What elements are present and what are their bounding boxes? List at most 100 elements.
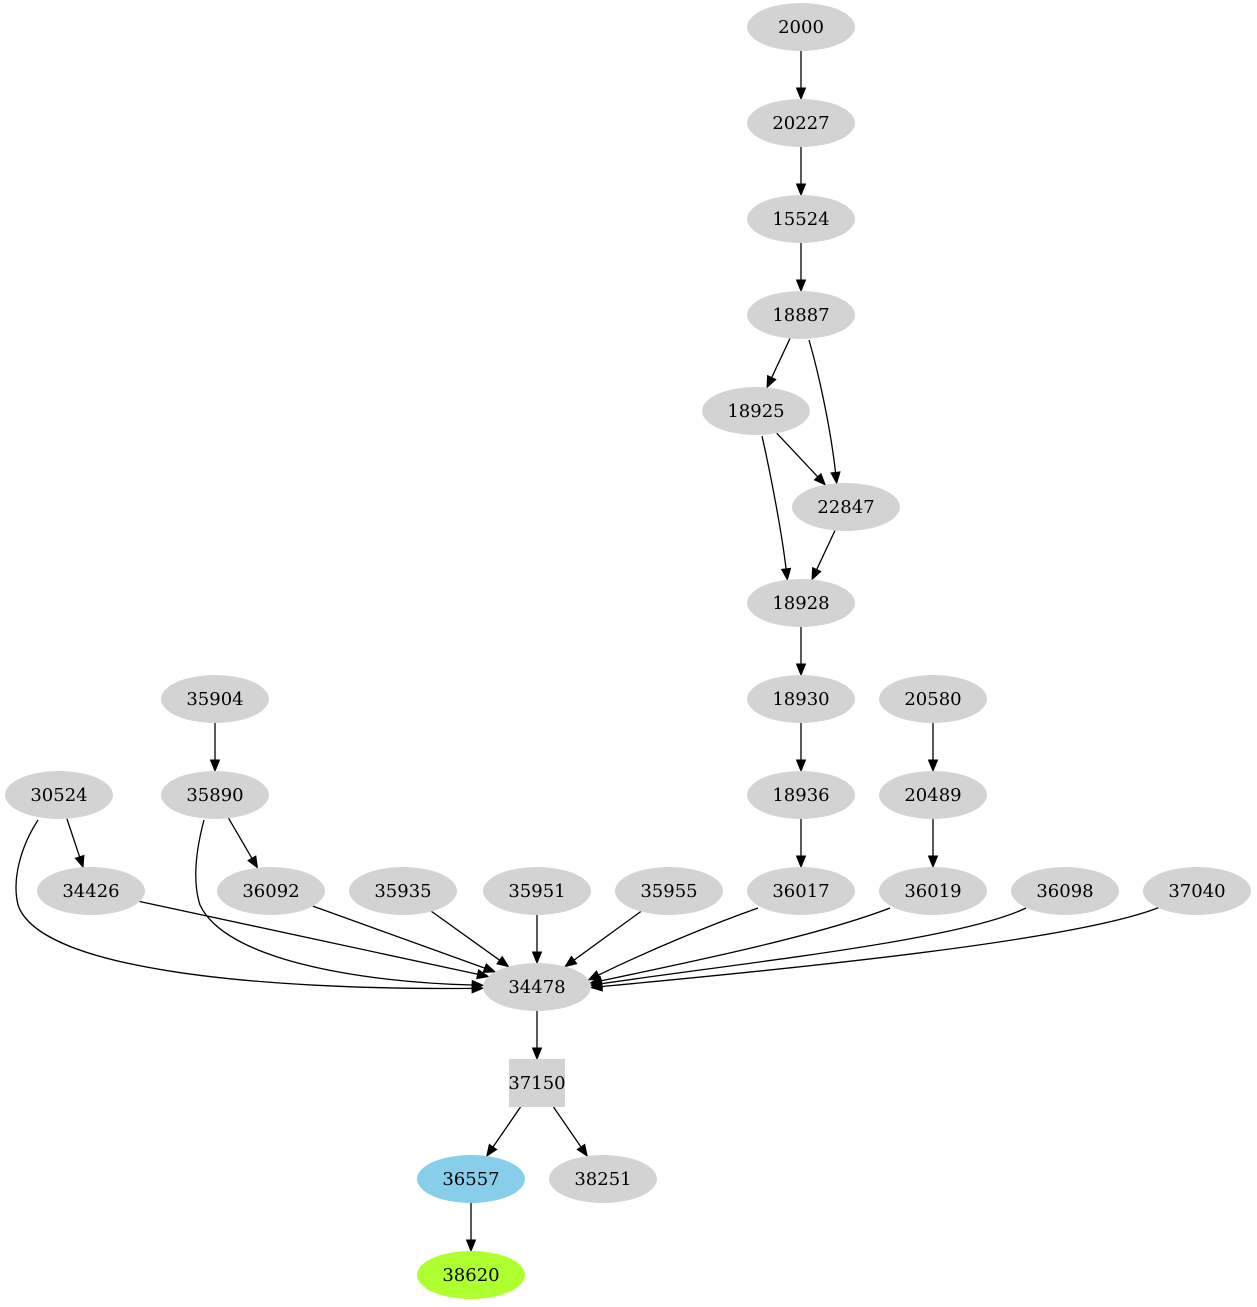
node-18928[interactable]: 18928 <box>747 579 855 627</box>
node-36098[interactable]: 36098 <box>1011 867 1119 915</box>
node-38620[interactable]: 38620 <box>417 1251 525 1299</box>
node-shape <box>5 771 113 819</box>
edge-20227-to-15524 <box>795 147 807 197</box>
edge-35904-to-35890 <box>209 723 221 773</box>
node-34478[interactable]: 34478 <box>483 963 591 1011</box>
edge-arrowhead-8 <box>795 663 807 677</box>
edge-arrowhead-15 <box>471 979 485 991</box>
node-37150[interactable]: 37150 <box>508 1059 566 1107</box>
node-label: 35904 <box>186 689 243 710</box>
node-label: 36019 <box>904 881 961 902</box>
node-22847[interactable]: 22847 <box>792 483 900 531</box>
node-label: 20489 <box>904 785 961 806</box>
node-shape <box>217 867 325 915</box>
edge-line <box>601 907 1027 985</box>
node-35904[interactable]: 35904 <box>161 675 269 723</box>
node-37040[interactable]: 37040 <box>1143 867 1251 915</box>
node-shape <box>509 1059 565 1107</box>
edge-line <box>552 1106 582 1148</box>
node-15524[interactable]: 15524 <box>747 195 855 243</box>
edge-35890-to-34478 <box>194 819 485 991</box>
node-36019[interactable]: 36019 <box>879 867 987 915</box>
node-label: 2000 <box>778 17 824 38</box>
node-18925[interactable]: 18925 <box>702 387 810 435</box>
node-shape <box>483 963 591 1011</box>
edge-line <box>194 819 473 986</box>
node-18936[interactable]: 18936 <box>747 771 855 819</box>
node-38251[interactable]: 38251 <box>549 1155 657 1203</box>
node-label: 20227 <box>772 113 829 134</box>
node-2000[interactable]: 2000 <box>747 3 855 51</box>
edge-arrowhead-22 <box>564 955 578 968</box>
edge-line <box>600 907 891 982</box>
edge-arrowhead-14 <box>247 855 259 869</box>
node-34426[interactable]: 34426 <box>37 867 145 915</box>
node-36557[interactable]: 36557 <box>417 1155 525 1203</box>
node-label: 35890 <box>186 785 243 806</box>
edge-18925-to-22847 <box>776 432 827 486</box>
node-shape <box>879 867 987 915</box>
node-label: 35935 <box>374 881 431 902</box>
node-20489[interactable]: 20489 <box>879 771 987 819</box>
node-label: 36017 <box>772 881 829 902</box>
edge-line <box>227 817 253 859</box>
edge-20489-to-36019 <box>927 819 939 869</box>
node-shape <box>161 675 269 723</box>
edge-18887-to-22847 <box>808 339 841 485</box>
node-label: 36557 <box>442 1169 499 1190</box>
node-shape <box>747 771 855 819</box>
edge-arrowhead-10 <box>927 759 939 773</box>
node-18887[interactable]: 18887 <box>747 291 855 339</box>
node-18930[interactable]: 18930 <box>747 675 855 723</box>
node-20227[interactable]: 20227 <box>747 99 855 147</box>
edge-22847-to-18928 <box>811 530 836 581</box>
node-shape <box>879 771 987 819</box>
edge-arrowhead-4 <box>830 471 841 485</box>
node-label: 22847 <box>817 497 874 518</box>
node-label: 37150 <box>508 1073 565 1094</box>
edge-line <box>431 910 500 961</box>
node-30524[interactable]: 30524 <box>5 771 113 819</box>
node-shape <box>37 867 145 915</box>
node-shape <box>615 867 723 915</box>
edge-arrowhead-30 <box>465 1239 477 1253</box>
edge-34426-to-34478 <box>139 900 490 980</box>
node-shape <box>702 387 810 435</box>
edge-18887-to-18925 <box>766 338 791 389</box>
node-label: 38251 <box>574 1169 631 1190</box>
node-shape <box>747 867 855 915</box>
edge-15524-to-18887 <box>795 243 807 293</box>
node-label: 36098 <box>1036 881 1093 902</box>
edge-line <box>816 530 836 570</box>
edge-line <box>312 905 485 969</box>
edge-35890-to-36092 <box>227 817 259 869</box>
node-shape <box>549 1155 657 1203</box>
node-label: 15524 <box>772 209 829 230</box>
edge-35935-to-34478 <box>431 910 510 968</box>
node-shape <box>483 867 591 915</box>
node-36092[interactable]: 36092 <box>217 867 325 915</box>
edge-line <box>776 432 819 478</box>
node-36017[interactable]: 36017 <box>747 867 855 915</box>
node-35951[interactable]: 35951 <box>483 867 591 915</box>
edge-37150-to-38251 <box>552 1106 588 1158</box>
node-35890[interactable]: 35890 <box>161 771 269 819</box>
edge-line <box>771 338 791 378</box>
edge-line <box>761 435 787 569</box>
node-35935[interactable]: 35935 <box>349 867 457 915</box>
edge-20580-to-20489 <box>927 723 939 773</box>
edge-37040-to-34478 <box>589 906 1161 992</box>
node-label: 37040 <box>1168 881 1225 902</box>
node-35955[interactable]: 35955 <box>615 867 723 915</box>
node-20580[interactable]: 20580 <box>879 675 987 723</box>
node-label: 30524 <box>30 785 87 806</box>
edge-30524-to-34426 <box>66 818 85 869</box>
node-shape <box>747 195 855 243</box>
edge-line <box>598 907 759 976</box>
node-shape <box>161 771 269 819</box>
edge-37150-to-36557 <box>486 1106 522 1158</box>
edge-18936-to-36017 <box>795 819 807 869</box>
edge-arrowhead-11 <box>209 759 221 773</box>
edge-line <box>492 1106 522 1148</box>
